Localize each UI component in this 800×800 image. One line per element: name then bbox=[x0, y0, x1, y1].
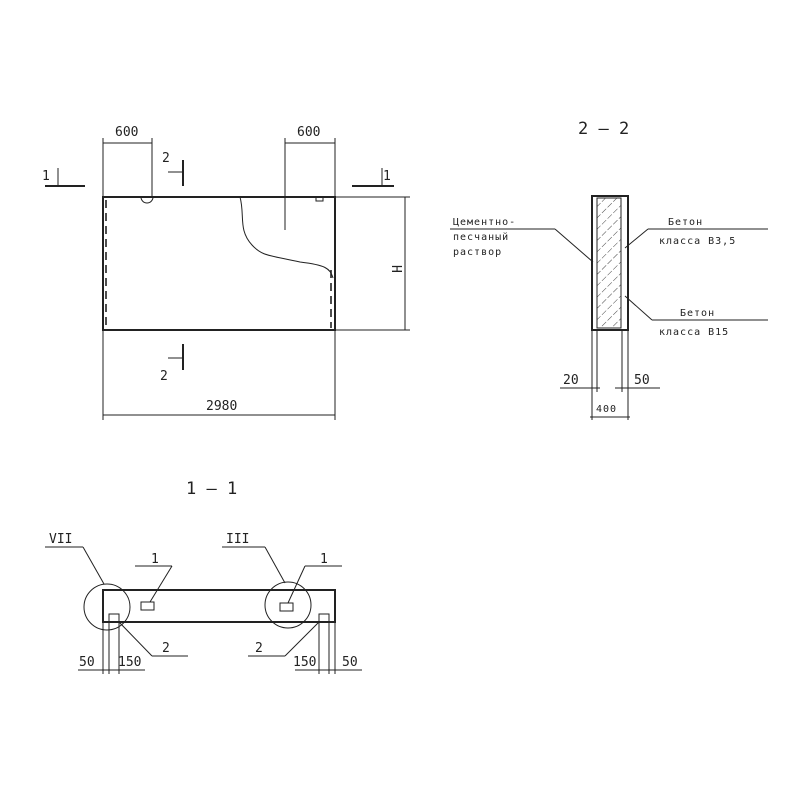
detail-circle-vii bbox=[83, 583, 131, 631]
detail-label-iii: III bbox=[226, 532, 249, 547]
insert-left bbox=[140, 601, 155, 611]
callout-2-right: 2 bbox=[255, 641, 263, 656]
label-mortar-1: Цементно- bbox=[453, 217, 516, 228]
section-mark-1-right: 1 bbox=[383, 169, 391, 184]
panel-outline bbox=[102, 196, 336, 331]
label-mortar-2: песчаный bbox=[453, 231, 509, 243]
section-mark-2-top: 2 bbox=[162, 151, 170, 166]
dim-height: H bbox=[388, 265, 403, 273]
concrete-hatch bbox=[596, 197, 622, 329]
section-2-2: 2 — 2 Цементно- песчаный раствор Бетон к… bbox=[450, 119, 768, 420]
wall-section bbox=[591, 195, 629, 331]
dim-50-right: 50 bbox=[342, 655, 358, 670]
dim-2980: 2980 bbox=[206, 399, 237, 414]
lifting-loop-right bbox=[315, 196, 324, 202]
section-mark-2-bottom: 2 bbox=[160, 369, 168, 384]
label-concrete-b35-2: класса B3,5 bbox=[659, 236, 736, 247]
callout-2-left: 2 bbox=[162, 641, 170, 656]
section-1-1-title: 1 — 1 bbox=[186, 479, 237, 499]
detail-circle-iii bbox=[264, 581, 312, 629]
dim-20: 20 bbox=[563, 373, 579, 388]
break-line bbox=[239, 196, 334, 279]
dim-600-right: 600 bbox=[297, 125, 320, 140]
section-1-1: 1 — 1 VII III 1 1 2 2 50 150 150 50 bbox=[45, 479, 362, 674]
support-left bbox=[108, 613, 120, 623]
dim-150-left: 150 bbox=[118, 655, 141, 670]
dim-50-left: 50 bbox=[79, 655, 95, 670]
section-2-2-title: 2 — 2 bbox=[578, 119, 629, 139]
callout-1-right: 1 bbox=[320, 552, 328, 567]
section-mark-1-left: 1 bbox=[42, 169, 50, 184]
beam-section bbox=[102, 589, 336, 623]
dim-50: 50 bbox=[634, 373, 650, 388]
dim-600-left: 600 bbox=[115, 125, 138, 140]
plan-view: 600 600 2980 H 1 1 2 2 bbox=[42, 125, 410, 420]
callout-1-left: 1 bbox=[151, 552, 159, 567]
support-right bbox=[318, 613, 330, 623]
detail-label-vii: VII bbox=[49, 532, 72, 547]
insert-right bbox=[279, 602, 294, 612]
label-concrete-b15-1: Бетон bbox=[680, 308, 715, 319]
label-concrete-b15-2: класса B15 bbox=[659, 327, 729, 338]
label-mortar-3: раствор bbox=[453, 247, 502, 258]
lifting-loop-left bbox=[140, 196, 154, 204]
dim-400: 400 bbox=[596, 404, 617, 415]
label-concrete-b35-1: Бетон bbox=[668, 217, 703, 228]
dim-150-right: 150 bbox=[293, 655, 316, 670]
